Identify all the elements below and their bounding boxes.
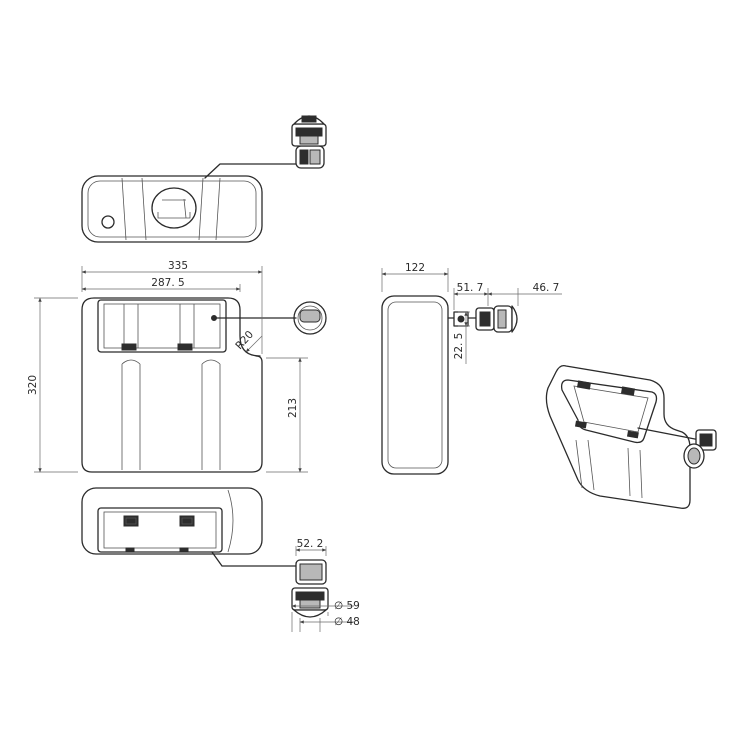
isometric-view — [545, 364, 717, 509]
dim-diameter-inner: ∅ 48 — [334, 616, 360, 628]
dim-width-inner: 287. 5 — [151, 277, 184, 289]
dim-height-total: 320 — [27, 375, 39, 395]
bottom-view-cable — [211, 551, 301, 567]
top-view-tank-outline — [81, 175, 263, 243]
side-view — [381, 295, 518, 475]
front-view — [81, 297, 327, 473]
side-view-flush-button-icon — [453, 305, 518, 333]
bottom-view — [81, 487, 329, 618]
front-view-dimensions: 335 287. 5 320 213 R20 — [27, 260, 308, 473]
front-view-valve-housing — [97, 299, 227, 353]
dim-offset-b: 46. 7 — [533, 282, 560, 294]
bottom-view-flush-button-icon — [291, 559, 329, 618]
top-view-valve-opening — [151, 187, 197, 229]
dim-radius: R20 — [233, 329, 256, 352]
front-view-flush-button-icon — [293, 301, 327, 335]
top-view — [81, 115, 327, 243]
dim-button-offset: 52. 2 — [297, 538, 324, 550]
top-view-cable — [204, 163, 299, 179]
front-view-tank-outline — [81, 297, 263, 473]
isometric-cable — [637, 427, 701, 441]
side-view-tank-outline — [381, 295, 449, 475]
dim-offset-a: 51. 7 — [457, 282, 484, 294]
dim-depth: 122 — [405, 262, 425, 274]
bottom-view-tank-outline — [81, 487, 263, 555]
top-view-inlet-hole — [101, 215, 115, 229]
dim-height-lower: 213 — [287, 398, 299, 418]
isometric-flush-button-icon — [683, 429, 717, 469]
isometric-valve-housing — [560, 379, 658, 444]
side-view-dimensions: 122 51. 7 46. 7 22. 5 — [381, 262, 562, 364]
dim-button-height: 22. 5 — [453, 333, 465, 360]
bottom-view-dimensions: 52. 2 ∅ 59 ∅ 48 — [291, 538, 360, 632]
isometric-tank-outline — [545, 364, 691, 509]
dim-width-total: 335 — [168, 260, 188, 272]
top-view-flush-button-icon — [291, 115, 327, 169]
dim-diameter-outer: ∅ 59 — [334, 600, 360, 612]
bottom-view-valve-housing — [97, 507, 223, 553]
